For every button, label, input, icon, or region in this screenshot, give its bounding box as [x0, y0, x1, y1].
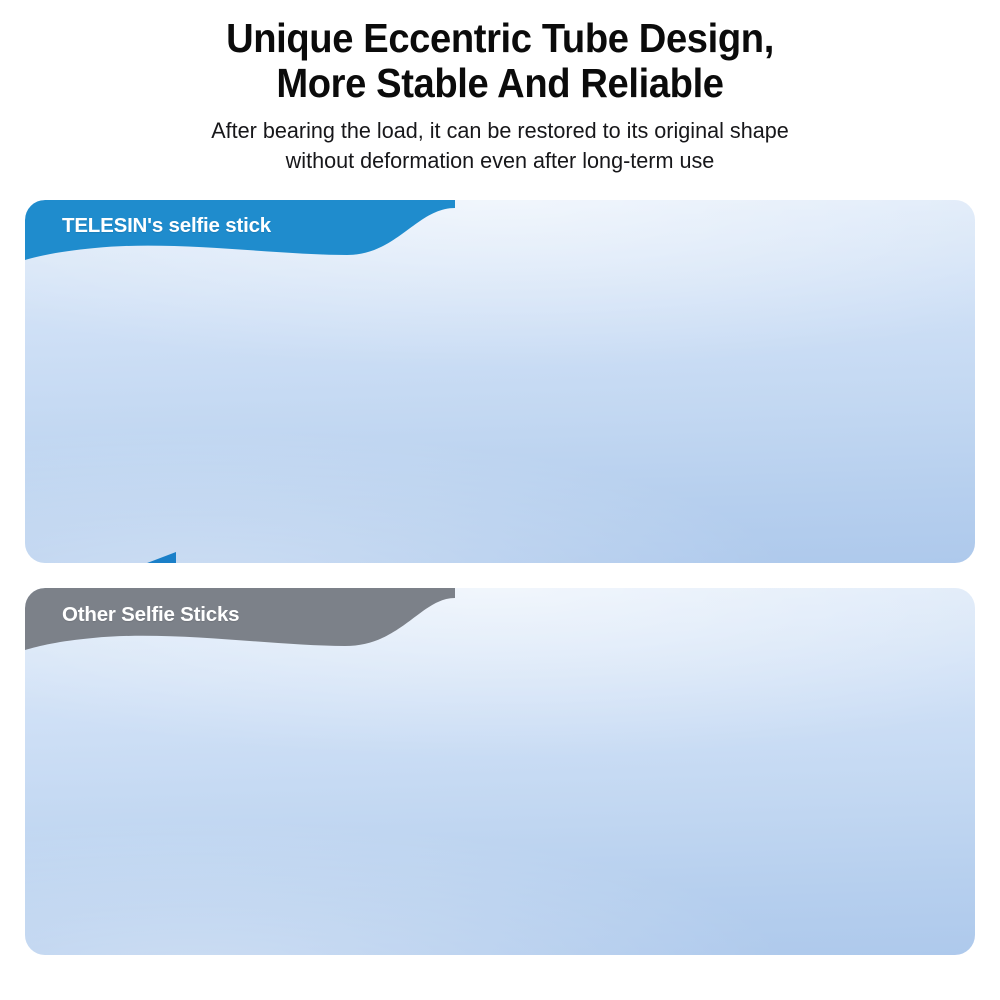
title-line-2: More Stable And Reliable — [276, 60, 724, 106]
comparison-panel-other: Other Selfie Sticks — [25, 588, 975, 955]
page-subtitle: After bearing the load, it can be restor… — [20, 116, 980, 176]
panel-2-label-text: Other Selfie Sticks — [62, 603, 240, 626]
title-line-1: Unique Eccentric Tube Design, — [226, 15, 774, 61]
panel-2-label-banner: Other Selfie Sticks — [25, 588, 455, 663]
panel-1-label-banner: TELESIN's selfie stick — [25, 200, 455, 275]
comparison-panel-telesin: TELESIN's selfie stick — [25, 200, 975, 563]
subtitle-line-2: without deformation even after long-term… — [285, 148, 715, 173]
page-title: Unique Eccentric Tube Design, More Stabl… — [35, 16, 965, 106]
telesin-selfie-stick-image — [80, 555, 975, 563]
subtitle-line-1: After bearing the load, it can be restor… — [211, 118, 789, 143]
header: Unique Eccentric Tube Design, More Stabl… — [0, 0, 1000, 176]
panel-1-label-text: TELESIN's selfie stick — [62, 214, 271, 237]
